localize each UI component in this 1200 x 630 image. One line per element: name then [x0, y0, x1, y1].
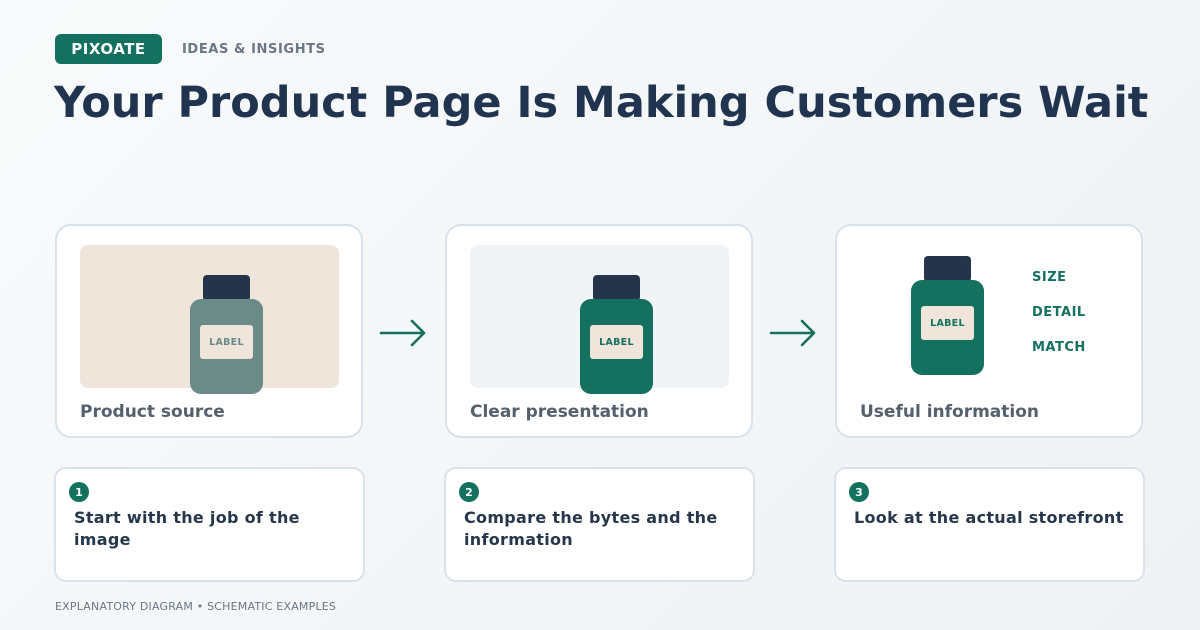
- panel-clear-presentation: LABEL Clear presentation: [445, 224, 753, 438]
- step-card-3: 3 Look at the actual storefront: [834, 467, 1145, 582]
- step-text: Compare the bytes and the information: [464, 508, 718, 549]
- panel-product-source: LABEL Product source: [55, 224, 363, 438]
- bottle-label: LABEL: [921, 306, 974, 340]
- step-number-badge: 1: [69, 482, 89, 502]
- bottle-label: LABEL: [200, 325, 253, 359]
- bottle-body: LABEL: [911, 280, 984, 375]
- step-card-2: 2 Compare the bytes and the information: [444, 467, 755, 582]
- step-card-1: 1 Start with the job of the image: [54, 467, 365, 582]
- bottle-cap: [593, 275, 640, 301]
- panel-background: LABEL: [80, 245, 339, 394]
- attribute-list: SIZE DETAIL MATCH: [1032, 270, 1086, 375]
- bottle-icon: LABEL: [580, 275, 654, 395]
- bottle-cap: [203, 275, 250, 301]
- attribute-detail: DETAIL: [1032, 305, 1086, 320]
- panel-caption: Product source: [80, 402, 225, 422]
- bottle-cap: [924, 256, 971, 282]
- attribute-size: SIZE: [1032, 270, 1067, 285]
- bottle-body: LABEL: [580, 299, 653, 394]
- bottle-label: LABEL: [590, 325, 643, 359]
- panel-useful-information: LABEL SIZE DETAIL MATCH Useful informati…: [835, 224, 1143, 438]
- bottle-icon: LABEL: [190, 275, 264, 395]
- panel-caption: Clear presentation: [470, 402, 649, 422]
- attribute-match: MATCH: [1032, 340, 1086, 355]
- page-title: Your Product Page Is Making Customers Wa…: [54, 78, 1149, 128]
- panel-background: LABEL: [470, 245, 729, 394]
- bottle-body: LABEL: [190, 299, 263, 394]
- step-text: Start with the job of the image: [74, 508, 300, 549]
- arrow-right-icon: [379, 319, 426, 347]
- arrow-right-icon: [769, 319, 816, 347]
- step-text: Look at the actual storefront: [854, 508, 1124, 527]
- footnote: EXPLANATORY DIAGRAM • SCHEMATIC EXAMPLES: [55, 600, 337, 613]
- panel-caption: Useful information: [860, 402, 1040, 422]
- bottle-icon: LABEL: [911, 256, 985, 376]
- tagline: IDEAS & INSIGHTS: [182, 42, 326, 57]
- step-number-badge: 2: [459, 482, 479, 502]
- brand-badge: PIXOATE: [55, 34, 162, 64]
- step-number-badge: 3: [849, 482, 869, 502]
